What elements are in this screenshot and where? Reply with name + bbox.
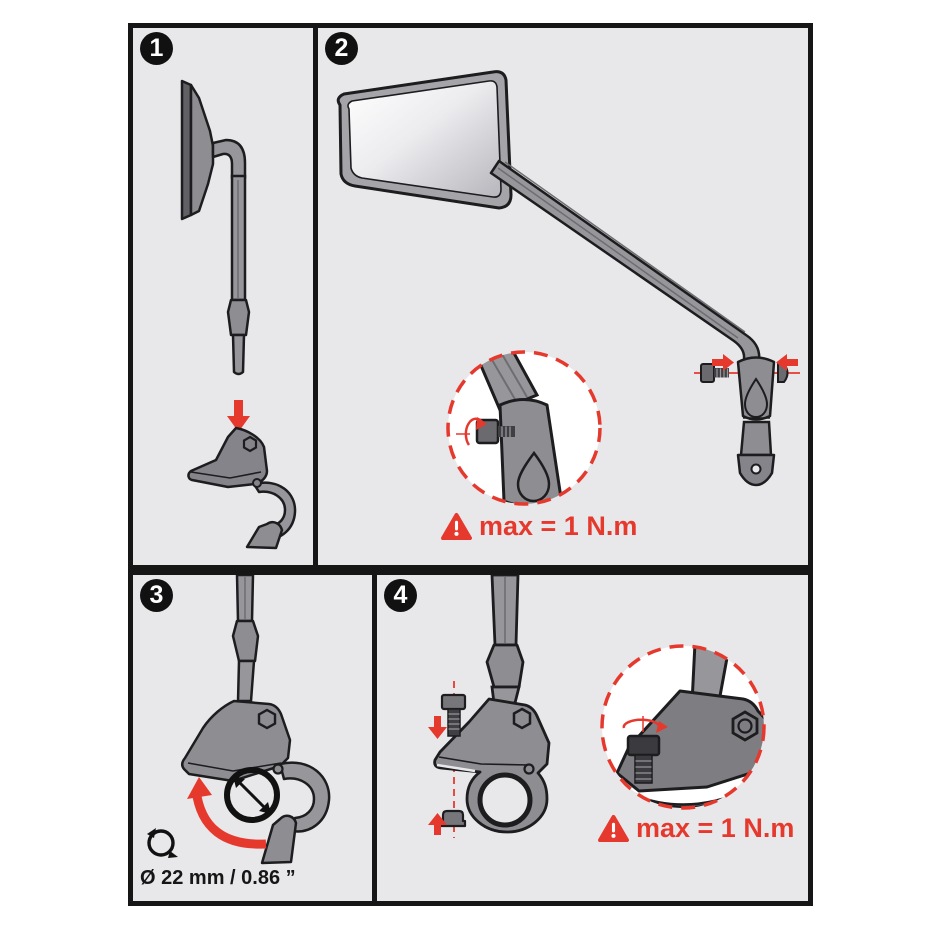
detail-zoom-circle [446,350,602,506]
detail-zoom-circle [600,644,766,810]
insert-down-arrow-icon [227,400,250,432]
clamp-nut [439,809,467,828]
handlebar-clamp-closed [433,697,551,834]
torque-value: max = 1 N.m [636,813,795,843]
step3-illustration [181,575,331,865]
step-number-badge: 2 [325,32,358,65]
rotate-diameter-icon [147,828,178,858]
torque-warning: max = 1 N.m [441,511,637,542]
step-number-badge: 4 [384,579,417,612]
push-left-arrow-icon [776,354,798,371]
warning-triangle-icon [598,814,629,843]
torque-value: max = 1 N.m [479,511,638,541]
step-number-badge: 1 [140,32,173,65]
mirror-front-view [336,70,513,210]
mirror-arm [231,575,260,703]
swing-rotation-arrow-icon [187,777,267,849]
mirror-side-view [180,79,215,221]
step-panel-3: 3 [128,570,377,906]
pivot-screw [700,363,729,383]
step-panel-1: 1 [128,23,318,570]
handlebar-clamp [187,426,297,550]
mirror-arm [485,575,525,705]
tighten-rotation-arrow-icon [622,718,661,729]
handlebar-diameter-label: Ø 22 mm / 0.86 ” [140,867,296,889]
torque-warning: max = 1 N.m [598,813,794,844]
handlebar-clamp [181,699,331,865]
step-panel-4: 4 [377,570,813,906]
warning-triangle-icon [441,512,472,541]
clamp-screw [440,693,467,737]
step2-illustration [336,70,800,506]
diameter-measure-icon [224,767,280,823]
step-panel-2: 2 [318,23,813,570]
mirror-arm [211,138,251,376]
step1-illustration [180,79,297,550]
push-right-arrow-icon [712,354,734,371]
step-number-badge: 3 [140,579,173,612]
arm-end-pivot [736,356,776,487]
screw-down-arrow-icon [428,716,447,739]
step4-illustration [428,575,766,838]
nut-up-arrow-icon [428,813,447,835]
mirror-arm [489,159,761,373]
